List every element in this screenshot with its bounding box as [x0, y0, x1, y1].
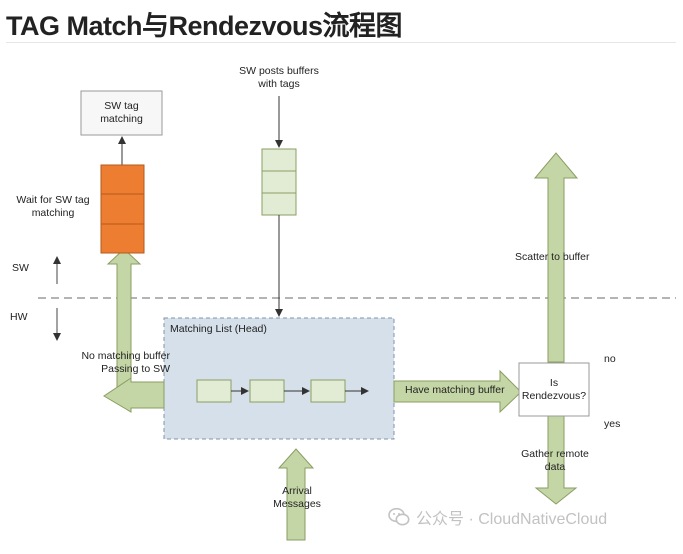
list-entry-1	[196, 379, 232, 403]
title-divider	[6, 42, 676, 43]
have-matching-arrow	[393, 369, 522, 414]
gather-arrow	[534, 415, 578, 505]
scatter-label: Scatter to buffer	[515, 251, 590, 263]
list-entry-3	[310, 379, 346, 403]
have-matching-label: Have matching buffer	[405, 384, 505, 396]
hw-label: HW	[10, 311, 28, 323]
matching-list-box	[163, 317, 395, 440]
scatter-arrow	[533, 152, 579, 363]
no-label: no	[604, 353, 616, 365]
watermark-text: 公众号 · CloudNativeCloud	[416, 511, 608, 528]
sw-tag-matching-box	[80, 90, 163, 136]
arrival-arrow	[277, 448, 315, 541]
yes-label: yes	[604, 418, 621, 430]
wechat-icon	[388, 507, 410, 526]
watermark: 公众号 · CloudNativeCloud	[388, 505, 607, 529]
sw-label: SW	[12, 262, 29, 274]
list-entry-2	[249, 379, 285, 403]
posted-buffer-stack	[261, 148, 297, 216]
orange-buffer-stack	[100, 164, 145, 254]
no-matching-arrow	[103, 377, 165, 413]
matching-list-title: Matching List (Head)	[170, 323, 267, 335]
page-title: TAG Match与Rendezvous流程图	[6, 11, 403, 41]
rendezvous-box	[518, 362, 590, 417]
